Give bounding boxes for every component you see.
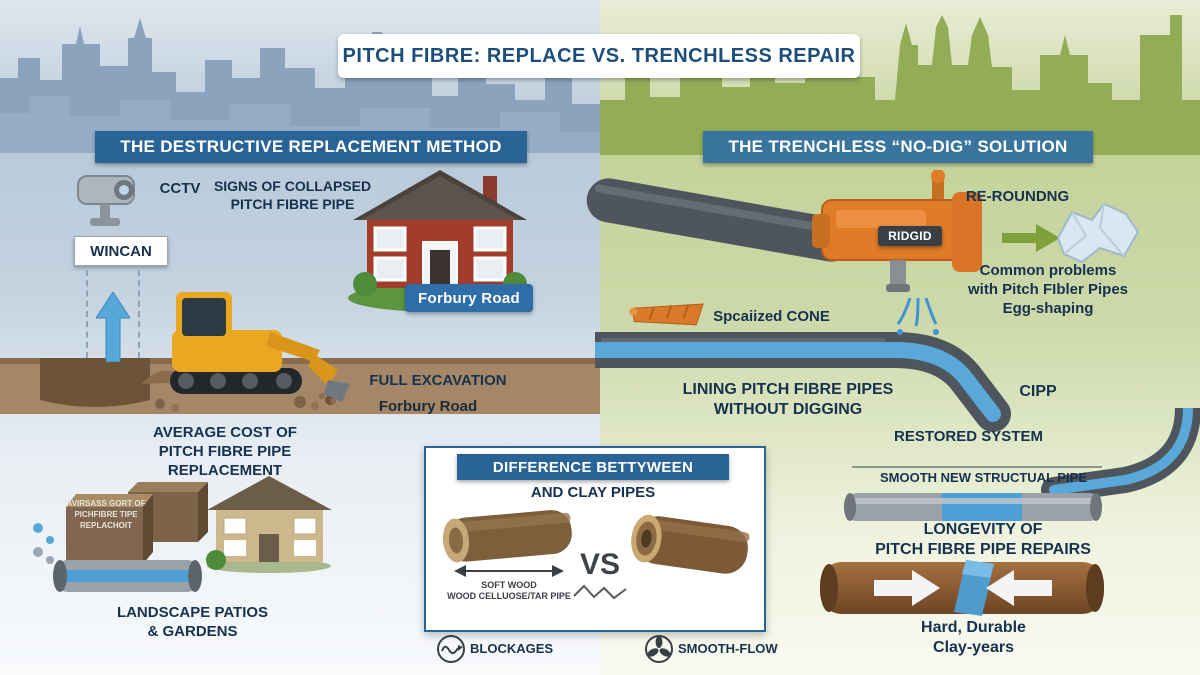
right-section-header: THE TRENCHLESS “NO-DIG” SOLUTION [703, 131, 1093, 163]
cctv-camera-icon [77, 175, 135, 226]
smooth-flow-label: SMOOTH-FLOW [678, 641, 778, 656]
cost-blocks-caption: AVIRSASS GORT OF PICHFIBRE TIPE REPLACHO… [66, 499, 146, 531]
small-house-illustration [206, 476, 332, 573]
excavator-illustration [142, 292, 350, 404]
restored-system-label: RESTORED SYSTEM [894, 428, 1043, 445]
left-header-text: THE DESTRUCTIVE REPLACEMENT METHOD [120, 137, 502, 156]
cone-tool-icon [629, 303, 704, 326]
lined-pipe-illustration [53, 560, 202, 592]
landscape-label: LANDSCAPE PATIOS & GARDENS [116, 604, 269, 640]
left-section-header: THE DESTRUCTIVE REPLACEMENT METHOD [95, 131, 527, 163]
pipe-divider-line [852, 466, 1102, 468]
comparison-header: DIFFERENCE BETTYWEEN [457, 454, 729, 480]
rerounding-label: RE-ROUNDNG [965, 188, 1070, 205]
excavation-road-label: Forbury Road [378, 398, 478, 415]
wincan-label-box: WINCAN [74, 236, 168, 266]
survey-dashed-line-right [138, 270, 140, 358]
smooth-pipe-label: SMOOTH NEW STRUCTUAL PIPE [879, 470, 1088, 485]
wincan-text: WINCAN [90, 242, 152, 260]
vs-zigzag-decoration [573, 584, 627, 600]
ridgid-brand-badge: RIDGID [878, 226, 942, 246]
comparison-subheader: AND CLAY PIPES [530, 484, 656, 501]
blockages-label: BLOCKAGES [470, 641, 554, 656]
right-header-text: THE TRENCHLESS “NO-DIG” SOLUTION [728, 137, 1068, 156]
cone-label: Spcaiized CONE [713, 308, 830, 325]
right-arrow-icon [1002, 224, 1060, 252]
house-road-badge-text: Forbury Road [418, 289, 520, 307]
clay-pipe-illustration [631, 514, 750, 574]
up-arrow-icon [96, 292, 130, 362]
average-cost-label: AVERAGE COST OF PITCH FIBRE PIPE REPLACE… [153, 424, 297, 479]
smooth-flow-icon [645, 635, 673, 663]
cipp-label: CIPP [1019, 383, 1057, 400]
blockages-icon [437, 635, 465, 663]
comparison-header-text: DIFFERENCE BETTYWEEN [492, 458, 694, 476]
survey-dashed-line-left [86, 270, 88, 358]
cost-blocks-illustration [66, 482, 208, 564]
clay-durability-label: Hard, Durable Clay-years [921, 619, 1026, 656]
curved-pipe-illustration [1041, 408, 1200, 503]
repaired-pipe-illustration [844, 493, 1102, 521]
cctv-label: CCTV [159, 180, 201, 197]
signs-of-collapse-label: SIGNS OF COLLAPSED PITCH FIBRE PIPE [213, 178, 372, 212]
water-drops-icon [33, 523, 54, 564]
ridgid-brand-text: RIDGID [888, 229, 932, 243]
lining-pipe-illustration [595, 332, 1011, 432]
pitch-fibre-pipe-illustration [442, 510, 572, 563]
page-title-text: PITCH FIBRE: REPLACE VS. TRENCHLESS REPA… [342, 44, 856, 67]
house-road-badge: Forbury Road [405, 284, 533, 312]
crushed-pipe-illustration [1056, 202, 1140, 264]
vs-label: VS [579, 548, 621, 581]
common-problems-label: Common problems with Pitch FIbler Pipes … [967, 262, 1129, 317]
clay-pipe-repair-illustration [820, 560, 1104, 616]
ground-strip [0, 358, 600, 414]
page-title: PITCH FIBRE: REPLACE VS. TRENCHLESS REPA… [338, 34, 860, 78]
right-city-skyline [600, 15, 1200, 155]
lining-label: LINING PITCH FIBRE PIPES WITHOUT DIGGING [682, 381, 894, 418]
pipe-comparison-box: DIFFERENCE BETTYWEEN AND CLAY PIPES SOFT… [424, 446, 766, 632]
width-arrow-icon [454, 565, 564, 577]
water-jet-icon [896, 298, 939, 335]
pitch-pipe-caption: SOFT WOOD WOOD CELLUOSE/TAR PIPE [447, 580, 571, 602]
full-excavation-label: FULL EXCAVATION [369, 372, 507, 389]
large-pipe-illustration [586, 178, 854, 262]
longevity-label: LONGEVITY OF PITCH FIBRE PIPE REPAIRS [875, 521, 1091, 558]
